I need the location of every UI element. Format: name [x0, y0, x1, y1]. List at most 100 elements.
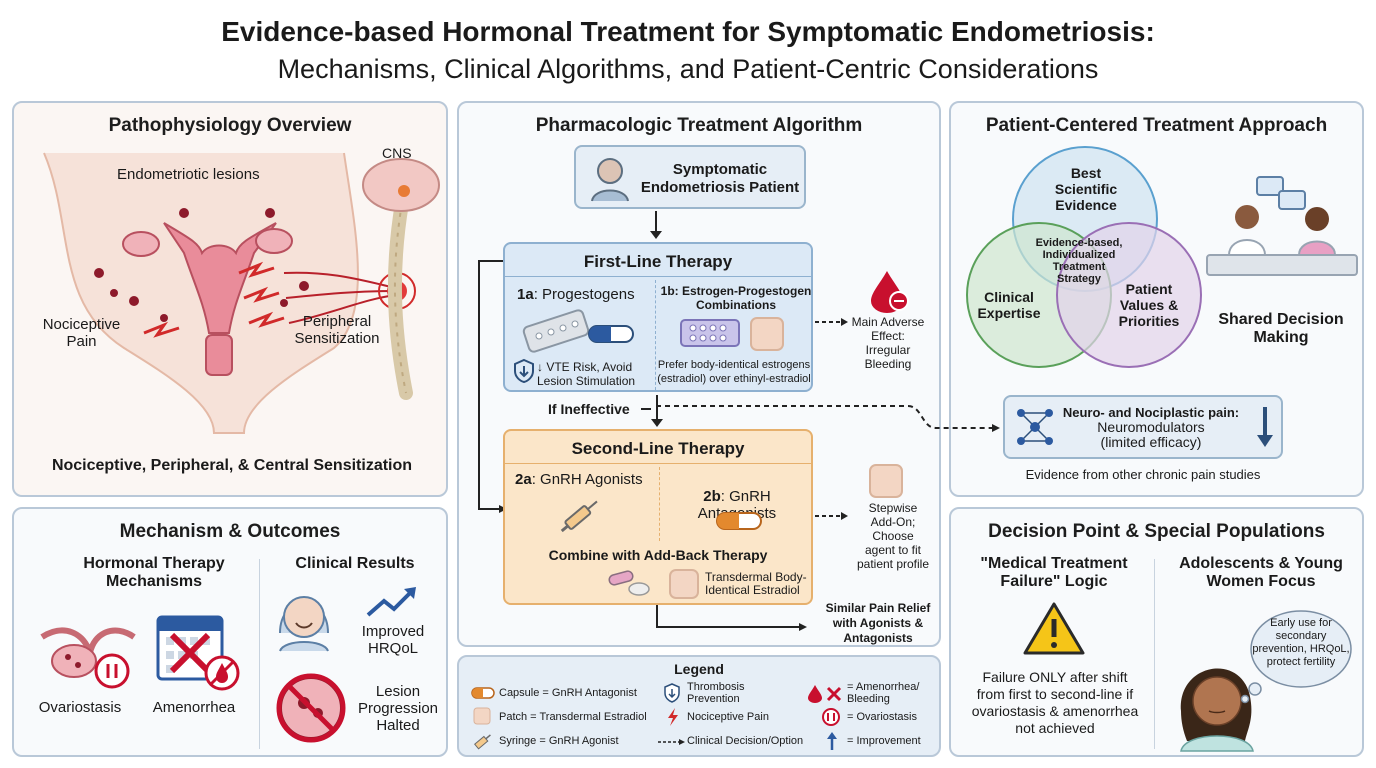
venn-diagram [966, 146, 1202, 368]
pelvis-illustration [43, 152, 440, 434]
vte-note: ↓ VTE Risk, Avoid Lesion Stimulation [537, 360, 636, 388]
amenorrhea-label: Amenorrhea [152, 699, 236, 716]
venn-center-label: Evidence-based, Individualized Treatment… [1035, 237, 1123, 285]
legend-amenorrhea: = Amenorrhea/ Bleeding [847, 681, 920, 705]
patch-icon [669, 569, 699, 599]
adolescents-title: Adolescents & Young Women Focus [1179, 555, 1343, 590]
adolescent-icon [1180, 668, 1254, 752]
legend-up-arrow-icon [827, 732, 837, 750]
antagonist-capsule-icon [716, 512, 762, 530]
legend-dashed-icon [658, 739, 685, 745]
neuro-box: Neuro- and Nociplastic pain: Neuromodula… [1003, 395, 1283, 459]
lesion-halted-icon [276, 673, 346, 743]
pathophysiology-title: Pathophysiology Overview [108, 115, 352, 136]
cns-label: CNS [382, 145, 412, 161]
estrogen-note: Prefer body-identical estrogens (estradi… [657, 359, 811, 385]
dashed-arrow-stepwise [815, 512, 848, 520]
down-arrow-icon [1257, 407, 1273, 447]
addback-pills-icon [608, 570, 650, 596]
happy-face-icon [279, 596, 329, 652]
patient-label: Symptomatic Endometriosis Patient [640, 161, 800, 196]
legend-capsule-icon [471, 687, 495, 699]
addback-label: Combine with Add-Back Therapy [548, 547, 768, 563]
hormonal-mechanisms-label: Hormonal Therapy Mechanisms [83, 555, 225, 590]
similar-relief-arrow [656, 605, 807, 631]
first-line-box: First-Line Therapy 1a: Progestogens ↓ VT… [503, 242, 813, 392]
combinations-label: 1b: Estrogen-Progestogen Combinations [660, 284, 812, 312]
legend-syringe: Syringe = GnRH Agonist [499, 735, 619, 747]
first-line-title: First-Line Therapy [583, 252, 733, 271]
second-line-title: Second-Line Therapy [571, 439, 745, 458]
mechanism-title: Mechanism & Outcomes [119, 521, 341, 542]
hrqol-label: Improved HRQoL [361, 623, 425, 657]
thought-text: Early use for secondary prevention, HRQo… [1252, 617, 1350, 668]
legend-ovariostasis: = Ovariostasis [847, 711, 917, 723]
main-title: Evidence-based Hormonal Treatment for Sy… [221, 16, 1155, 47]
peripheral-sensitization-label: Peripheral Sensitization [294, 313, 380, 347]
neuro-label: Neuro- and Nociplastic pain: Neuromodula… [1062, 405, 1240, 450]
pill-pack-icon [522, 309, 590, 353]
stepwise-label: Stepwise Add-On; Choose agent to fit pat… [856, 501, 930, 571]
failure-logic-title: "Medical Treatment Failure" Logic [980, 555, 1128, 590]
person-icon [591, 158, 629, 202]
progestogens-label: 1a: Progestogens [517, 286, 635, 303]
second-line-box: Second-Line Therapy 2a: GnRH Agonists 2b… [503, 429, 813, 605]
legend-patch: Patch = Transdermal Estradiol [499, 711, 647, 723]
legend-title: Legend [674, 661, 724, 677]
legend-improvement: = Improvement [847, 735, 921, 747]
decision-panel: Decision Point & Special Populations "Me… [949, 507, 1364, 757]
legend-drop-x-icon [808, 685, 842, 703]
nociceptive-pain-label: Nociceptive Pain [42, 316, 121, 350]
calendar-icon [156, 615, 240, 691]
syringe-icon [560, 500, 598, 533]
decision-title: Decision Point & Special Populations [988, 521, 1325, 542]
network-icon [1017, 409, 1053, 445]
patient-centered-title: Patient-Centered Treatment Approach [985, 115, 1328, 136]
legend-panel: Legend Capsule = GnRH Antagonist Patch =… [457, 655, 941, 757]
thought-bubble [1240, 610, 1352, 704]
mechanism-panel: Mechanism & Outcomes Hormonal Therapy Me… [12, 507, 448, 757]
transdermal-label: Transdermal Body- Identical Estradiol [705, 570, 807, 597]
patient-box: Symptomatic Endometriosis Patient [574, 145, 806, 209]
best-evidence-label: Best Scientific Evidence [1054, 165, 1118, 213]
if-ineffective-label: If Ineffective [548, 401, 630, 417]
patho-footer: Nociceptive, Peripheral, & Central Sensi… [51, 457, 413, 474]
shield-icon [514, 358, 534, 384]
legend-patch-icon [473, 707, 491, 725]
legend-thrombosis: Thrombosis Prevention [687, 681, 745, 705]
arrow-down-2 [641, 395, 663, 427]
patient-values-label: Patient Values & Priorities [1118, 281, 1180, 329]
patch-icon-side [869, 464, 903, 498]
trend-up-icon [366, 587, 416, 617]
legend-nociceptive: Nociceptive Pain [687, 711, 769, 723]
dashed-to-neuro [656, 405, 1000, 432]
lesions-label: Endometriotic lesions [117, 166, 260, 183]
lesion-halted-label: Lesion Progression Halted [357, 683, 439, 734]
evidence-note: Evidence from other chronic pain studies [1025, 467, 1261, 482]
doctor-patient-icon [1206, 176, 1358, 276]
main-subtitle: Mechanisms, Clinical Algorithms, and Pat… [277, 54, 1099, 84]
legend-decision: Clinical Decision/Option [687, 735, 804, 747]
patient-centered-panel: Patient-Centered Treatment Approach Best… [949, 101, 1364, 497]
ovariostasis-label: Ovariostasis [38, 699, 122, 716]
gnrh-agonists-label: 2a: GnRH Agonists [515, 471, 643, 488]
blood-drop-icon [871, 271, 909, 313]
algorithm-panel: Pharmacologic Treatment Algorithm Sympto… [457, 101, 941, 647]
combo-pill-pack-icon [680, 317, 784, 351]
dashed-arrow-adverse [815, 318, 848, 326]
legend-bolt-icon [668, 708, 678, 726]
warning-icon [1023, 602, 1085, 655]
uterus-icon [40, 627, 136, 689]
legend-syringe-icon [474, 734, 491, 750]
adverse-effect-label: Main Adverse Effect: Irregular Bleeding [851, 315, 925, 371]
legend-shield-icon [664, 683, 680, 703]
legend-capsule: Capsule = GnRH Antagonist [499, 687, 637, 699]
legend-ovariostasis-icon [822, 708, 840, 726]
shared-decision-label: Shared Decision Making [1218, 311, 1344, 346]
clinical-results-label: Clinical Results [295, 555, 415, 572]
capsule-icon [588, 325, 634, 343]
arrow-down-1 [650, 211, 662, 239]
failure-logic-text: Failure ONLY after shift from first to s… [971, 669, 1139, 736]
similar-relief-label: Similar Pain Relief with Agonists & Anta… [825, 601, 931, 645]
algorithm-title: Pharmacologic Treatment Algorithm [535, 115, 863, 136]
